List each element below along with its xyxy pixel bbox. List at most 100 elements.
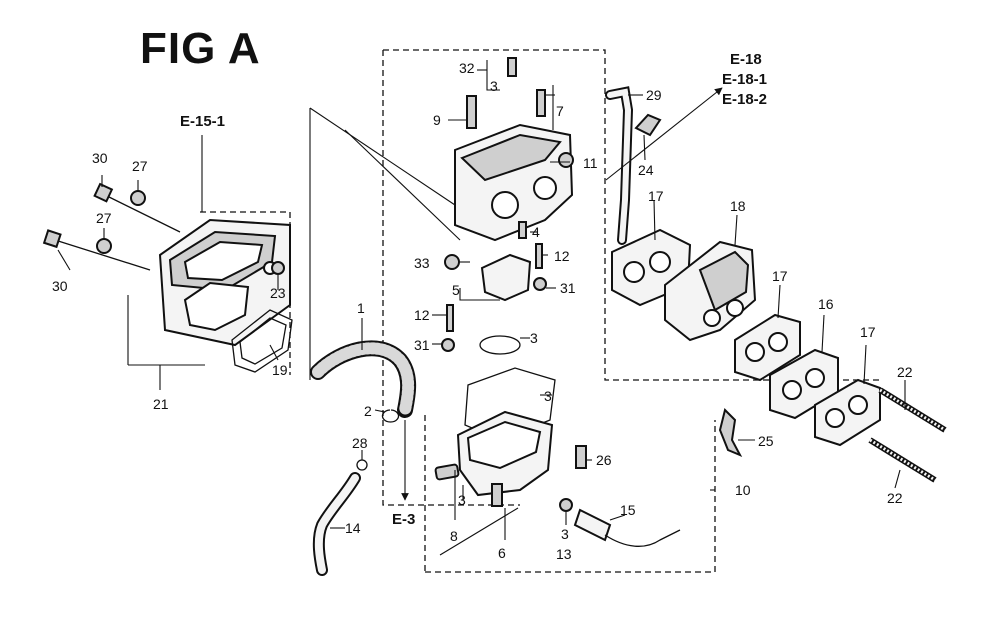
float-bowl <box>456 367 556 507</box>
screw-32 <box>507 57 517 77</box>
callout-30-lower: 30 <box>52 278 68 294</box>
callout-3-washer: 3 <box>561 526 569 542</box>
callout-2: 2 <box>364 403 372 419</box>
callout-3-screw: 3 <box>458 492 466 508</box>
air-intake-box <box>158 218 291 347</box>
callout-13: 13 <box>556 546 572 562</box>
washer-13 <box>559 498 573 512</box>
callout-11: 11 <box>583 155 598 171</box>
intake-bolts <box>42 182 285 275</box>
callout-8: 8 <box>450 528 458 544</box>
callout-33: 33 <box>414 255 430 271</box>
clip-28 <box>356 459 368 471</box>
intake-plate-stack <box>611 228 881 447</box>
air-box-group-boundary <box>200 211 291 375</box>
gasket-17-middle <box>734 313 801 382</box>
gasket-19-inner <box>239 317 287 365</box>
bowl-drain-screw <box>491 483 503 507</box>
ref-e18: E-18 <box>730 51 762 68</box>
bowl-gasket-3 <box>464 367 556 441</box>
gasket-17-lower-bore-a <box>825 408 845 428</box>
jet-4 <box>518 221 527 239</box>
callout-22-lower: 22 <box>887 490 903 506</box>
callout-5: 5 <box>452 282 460 298</box>
gasket-17-upper-bore-b <box>649 251 671 273</box>
studs-22 <box>868 387 947 483</box>
hose-14-fill <box>314 474 359 574</box>
screw-7 <box>536 89 546 117</box>
solenoid-15 <box>573 508 612 542</box>
callout-7: 7 <box>556 103 564 119</box>
callout-29: 29 <box>646 87 662 103</box>
callout-30-upper: 30 <box>92 150 108 166</box>
callout-10: 10 <box>735 482 751 498</box>
bolt-26 <box>575 445 587 469</box>
callout-14: 14 <box>345 520 361 536</box>
bowl-opening <box>466 420 542 470</box>
group-boundaries <box>200 49 880 573</box>
carburetor-small-parts <box>441 57 547 355</box>
callout-27-lower: 27 <box>96 210 112 226</box>
callout-24: 24 <box>638 162 654 178</box>
bolt-30-lower <box>54 239 151 271</box>
gasket-17-upper-bore-a <box>623 261 645 283</box>
callout-16: 16 <box>818 296 834 312</box>
callout-31-right: 31 <box>560 280 576 296</box>
carburetor-bore-left <box>491 191 519 219</box>
o-ring-3 <box>479 335 521 355</box>
callout-19: 19 <box>272 362 288 378</box>
callout-17-lower: 17 <box>860 324 876 340</box>
carburetor-group-left-edge <box>382 50 520 506</box>
callout-31-left: 31 <box>414 337 430 353</box>
hose-1-fill <box>312 342 415 416</box>
clip-24 <box>634 113 662 137</box>
callout-27-upper: 27 <box>132 158 148 174</box>
callout-28: 28 <box>352 435 368 451</box>
callout-12-upper: 12 <box>554 248 570 264</box>
gasket-17-lower <box>814 378 881 447</box>
screw-31-left <box>441 338 455 352</box>
callout-18: 18 <box>730 198 746 214</box>
gasket-17-middle-bore-b <box>768 332 788 352</box>
ref-e15-1: E-15-1 <box>180 113 226 130</box>
stud-22-lower-thread <box>869 438 936 482</box>
bolt-30-upper <box>104 194 181 233</box>
gasket-17-lower-bore-b <box>848 395 868 415</box>
callout-6: 6 <box>498 545 506 561</box>
leader-lines <box>57 60 906 556</box>
pin-12-upper <box>535 243 543 269</box>
figure-title: FIG A <box>140 24 261 73</box>
intake-box-side-opening <box>183 281 250 332</box>
carburetor-top-detail <box>460 133 562 182</box>
callout-12-lower: 12 <box>414 307 430 323</box>
callout-3-bowl: 3 <box>544 388 552 404</box>
carburetor-group-boundary <box>383 49 880 381</box>
callout-1: 1 <box>357 300 365 316</box>
plate-16-bore-a <box>782 380 802 400</box>
callout-17-upper: 17 <box>648 188 664 204</box>
screw-31-right <box>533 277 547 291</box>
callout-3-top: 3 <box>490 78 498 94</box>
callout-17-middle: 17 <box>772 268 788 284</box>
plate-16-bore-b <box>805 368 825 388</box>
callout-9: 9 <box>433 112 441 128</box>
callout-26: 26 <box>596 452 612 468</box>
bolt-30-upper-head <box>93 182 114 203</box>
carburetor-seal-11 <box>558 152 574 168</box>
callout-4: 4 <box>532 224 540 240</box>
callout-23: 23 <box>270 285 286 301</box>
pin-12-lower <box>446 304 454 332</box>
float-bowl-group-boundary <box>425 420 716 573</box>
clip-33 <box>444 254 460 270</box>
carburetor-bore-right <box>533 176 557 200</box>
ref-e18-2: E-18-2 <box>722 91 768 108</box>
tube-29-fill <box>607 88 632 243</box>
nut-27-upper <box>130 190 146 206</box>
clip-25 <box>718 408 743 457</box>
misc-parts <box>356 113 743 547</box>
ref-e18-1: E-18-1 <box>722 71 768 88</box>
insulator-18-face <box>698 250 750 312</box>
callout-21: 21 <box>153 396 169 412</box>
